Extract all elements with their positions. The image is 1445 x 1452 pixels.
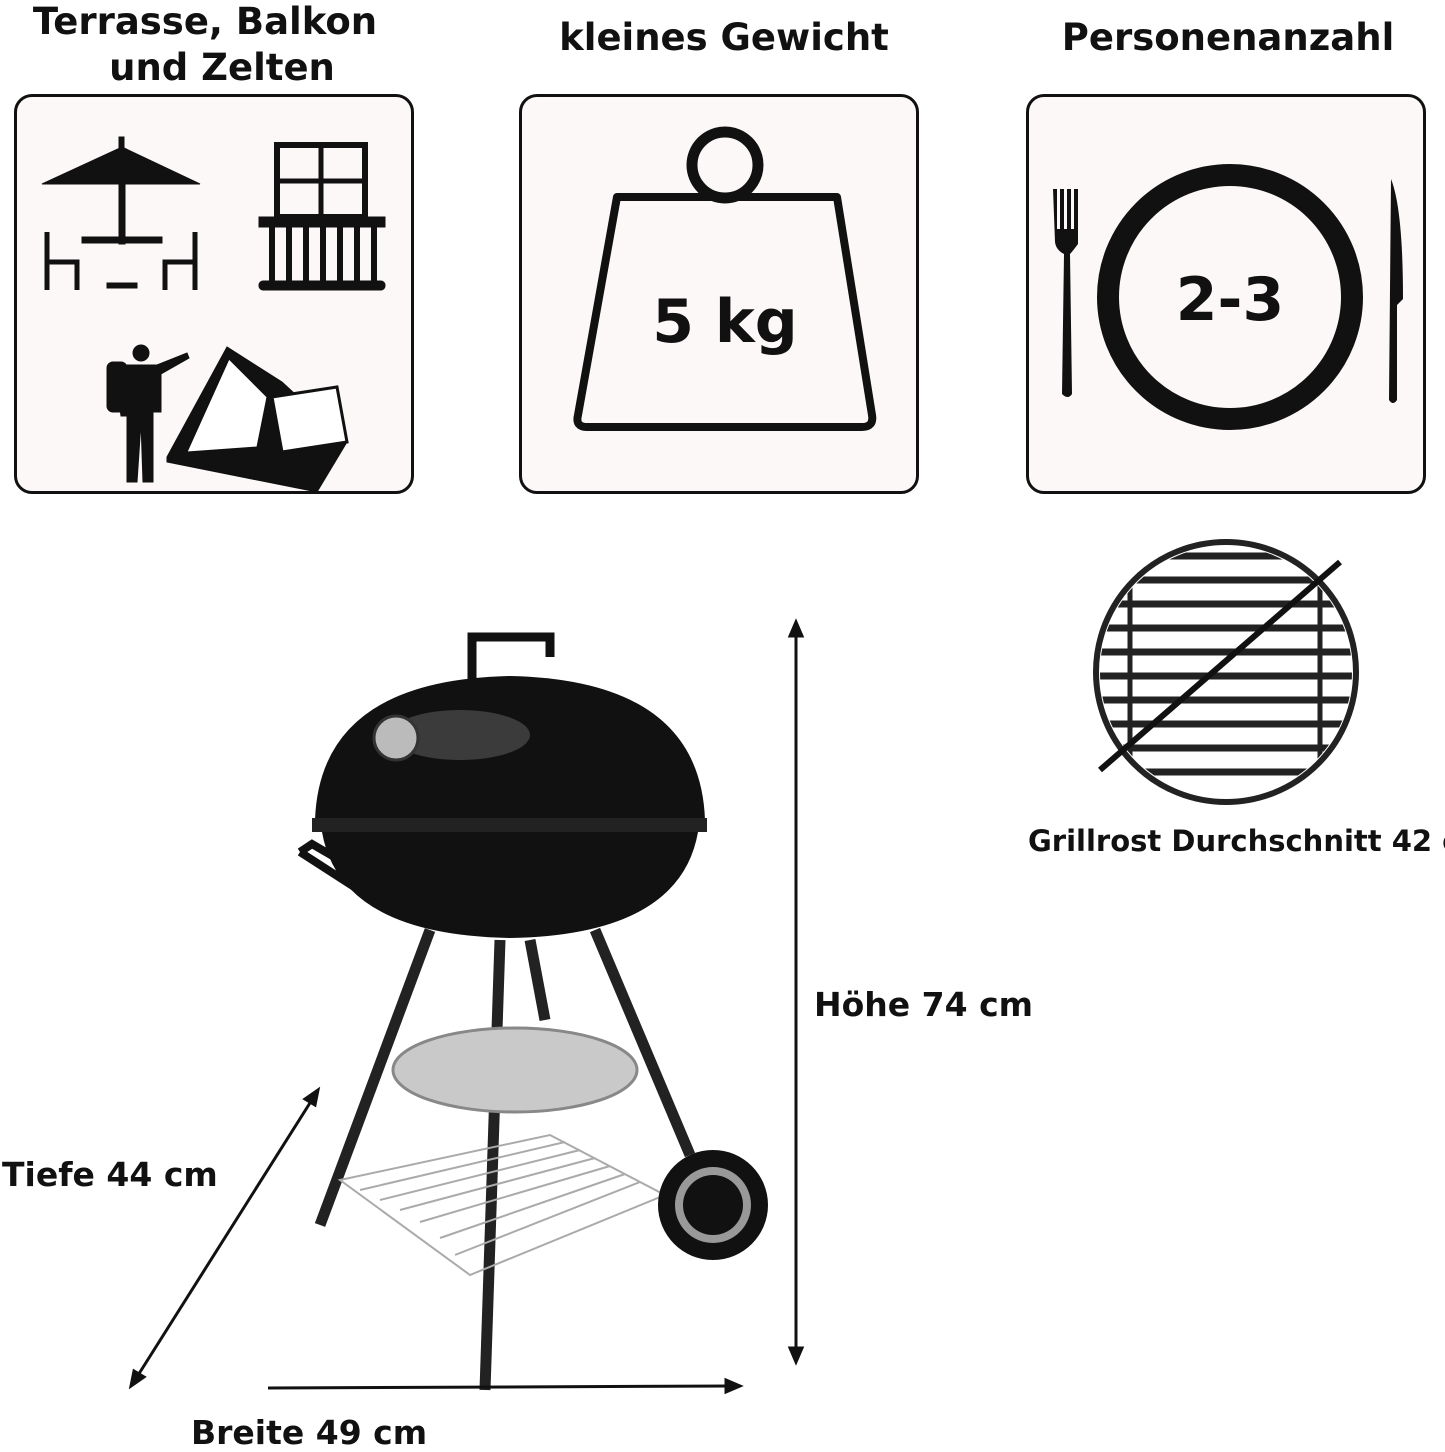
terrace-balcony-tent-icon [41, 136, 386, 493]
grill-grate-icon [1093, 539, 1359, 805]
persons-box: 2-3 [1026, 94, 1426, 494]
kettle-grill-image [297, 632, 768, 1391]
grate-diameter-label: Grillrost Durchschnitt 42 cm [1028, 824, 1445, 858]
weight-icon [573, 126, 877, 431]
dimension-arrows [128, 618, 805, 1395]
height-label: Höhe 74 cm [814, 985, 1034, 1024]
weight-value: 5 kg [652, 287, 798, 357]
depth-label: Tiefe 44 cm [2, 1155, 218, 1194]
feature-title-persons: Personenanzahl [1061, 16, 1395, 59]
weight-box: 5 kg [519, 94, 919, 494]
persons-value: 2-3 [1175, 265, 1285, 335]
feature-title-weight: kleines Gewicht [559, 16, 889, 59]
plate-cutlery-icon [1053, 164, 1403, 430]
feature-title-terrace-line1: Terrasse, Balkon [32, 0, 378, 43]
width-label: Breite 49 cm [191, 1413, 428, 1452]
terrace-balcony-tent-box [14, 94, 414, 494]
feature-title-terrace-line2: und Zelten [109, 46, 335, 89]
